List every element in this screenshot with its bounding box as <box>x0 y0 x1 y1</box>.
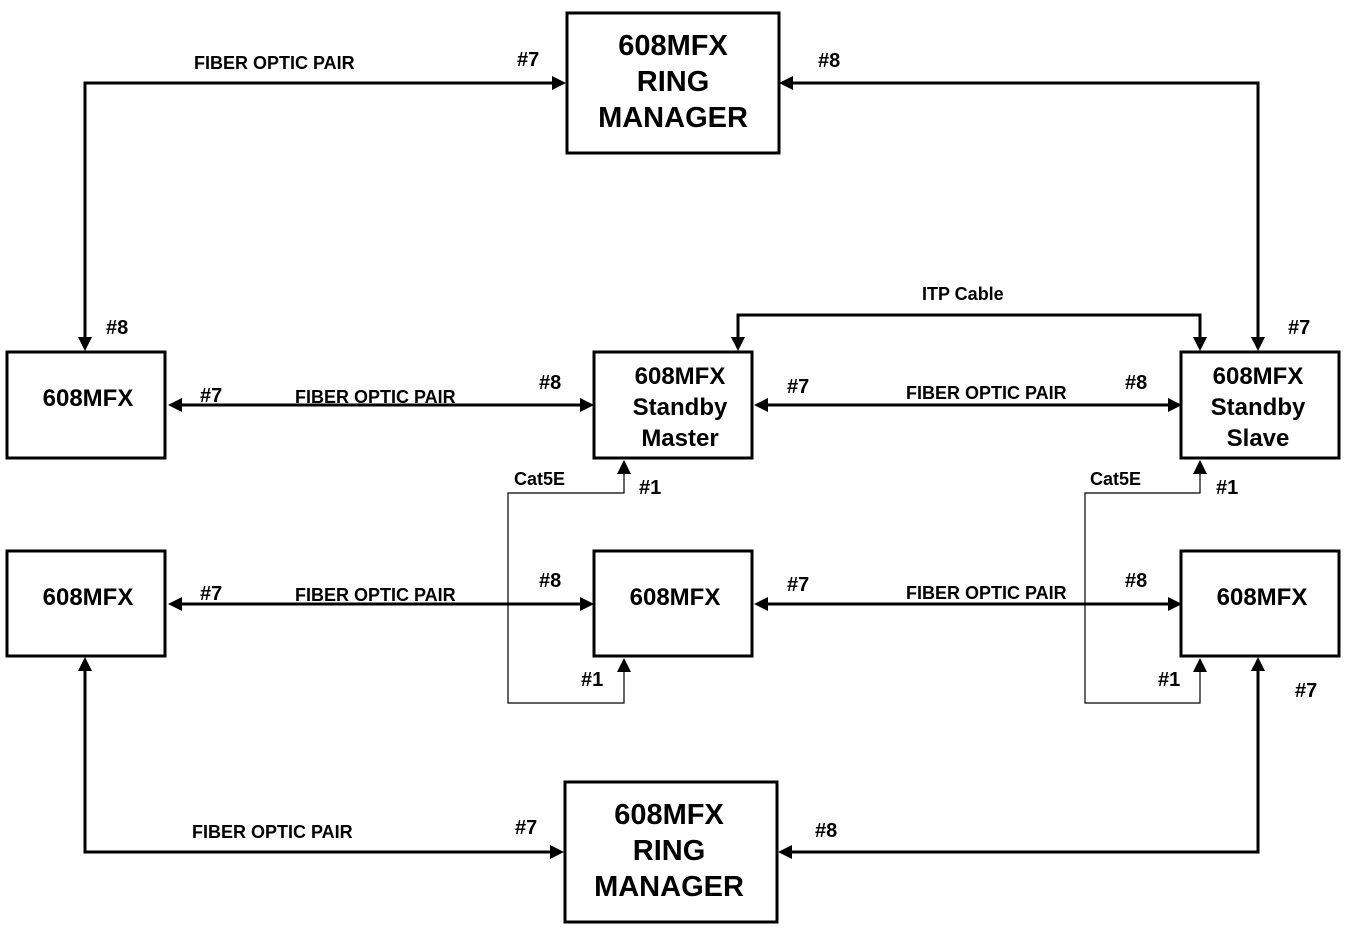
row2-right-fiber-link <box>754 597 1182 611</box>
node-right-lower-label: 608MFX <box>1217 584 1308 611</box>
label-cat5e-right: Cat5E <box>1090 469 1141 489</box>
node-left-lower-label: 608MFX <box>43 584 134 611</box>
label-cat5e-left: Cat5E <box>514 469 565 489</box>
port-label: #7 <box>1295 680 1317 702</box>
port-label: #7 <box>200 385 222 407</box>
port-label: #8 <box>106 317 128 339</box>
standby-slave-line3: Slave <box>1227 425 1290 452</box>
label-fiber-row1-left: FIBER OPTIC PAIR <box>295 387 456 407</box>
standby-master-line3: Master <box>641 425 718 452</box>
bottom-left-fiber-link <box>78 657 564 859</box>
label-fiber-bottom: FIBER OPTIC PAIR <box>192 822 353 842</box>
ring-manager-top-line2: RING <box>637 66 710 98</box>
node-right-lower: 608MFX <box>1179 549 1341 658</box>
standby-master-line2: Standby <box>633 394 728 421</box>
port-label: #8 <box>539 372 561 394</box>
port-label: #1 <box>639 477 661 499</box>
standby-slave-line2: Standby <box>1211 394 1306 421</box>
row2-left-fiber-link <box>168 597 594 611</box>
port-label: #1 <box>1158 669 1180 691</box>
node-standby-slave: 608MFX Standby Slave <box>1179 350 1341 460</box>
cat5e-left-link <box>507 460 631 704</box>
node-standby-master: 608MFX Standby Master <box>592 350 754 460</box>
port-label: #1 <box>1216 477 1238 499</box>
node-center-lower: 608MFX <box>592 549 754 658</box>
top-left-fiber-link <box>78 76 566 351</box>
bottom-right-fiber-link <box>778 657 1265 859</box>
label-fiber-top: FIBER OPTIC PAIR <box>194 53 355 73</box>
port-label: #7 <box>787 376 809 398</box>
port-label: #7 <box>515 817 537 839</box>
standby-slave-line1: 608MFX <box>1213 363 1304 390</box>
cat5e-right-link <box>1084 460 1207 704</box>
node-left-upper-label: 608MFX <box>43 385 134 412</box>
port-label: #7 <box>200 583 222 605</box>
port-label: #8 <box>1125 570 1147 592</box>
label-fiber-row2-right: FIBER OPTIC PAIR <box>906 583 1067 603</box>
row1-left-fiber-link <box>168 398 594 412</box>
itp-cable-link <box>731 313 1207 351</box>
port-label: #8 <box>818 50 840 72</box>
label-fiber-row2-left: FIBER OPTIC PAIR <box>295 585 456 605</box>
ring-manager-bottom-line2: RING <box>633 835 706 867</box>
port-label: #7 <box>517 49 539 71</box>
port-label: #1 <box>581 669 603 691</box>
ring-manager-bottom: 608MFX RING MANAGER <box>563 780 779 924</box>
node-left-upper: 608MFX <box>5 350 167 460</box>
node-center-lower-label: 608MFX <box>630 584 721 611</box>
top-right-fiber-link <box>779 76 1265 351</box>
port-label: #7 <box>1288 317 1310 339</box>
ring-manager-top-line3: MANAGER <box>598 102 748 134</box>
node-left-lower: 608MFX <box>5 549 167 658</box>
standby-master-line1: 608MFX <box>635 363 726 390</box>
ring-manager-bottom-line3: MANAGER <box>594 871 744 903</box>
row1-right-fiber-link <box>754 398 1182 412</box>
label-fiber-row1-right: FIBER OPTIC PAIR <box>906 383 1067 403</box>
port-label: #8 <box>815 820 837 842</box>
label-itp-cable: ITP Cable <box>922 284 1004 304</box>
ring-manager-top: 608MFX RING MANAGER <box>565 11 781 155</box>
port-label: #8 <box>539 570 561 592</box>
ring-manager-bottom-line1: 608MFX <box>614 799 724 831</box>
ring-manager-top-line1: 608MFX <box>618 30 728 62</box>
port-label: #7 <box>787 574 809 596</box>
port-label: #8 <box>1125 372 1147 394</box>
